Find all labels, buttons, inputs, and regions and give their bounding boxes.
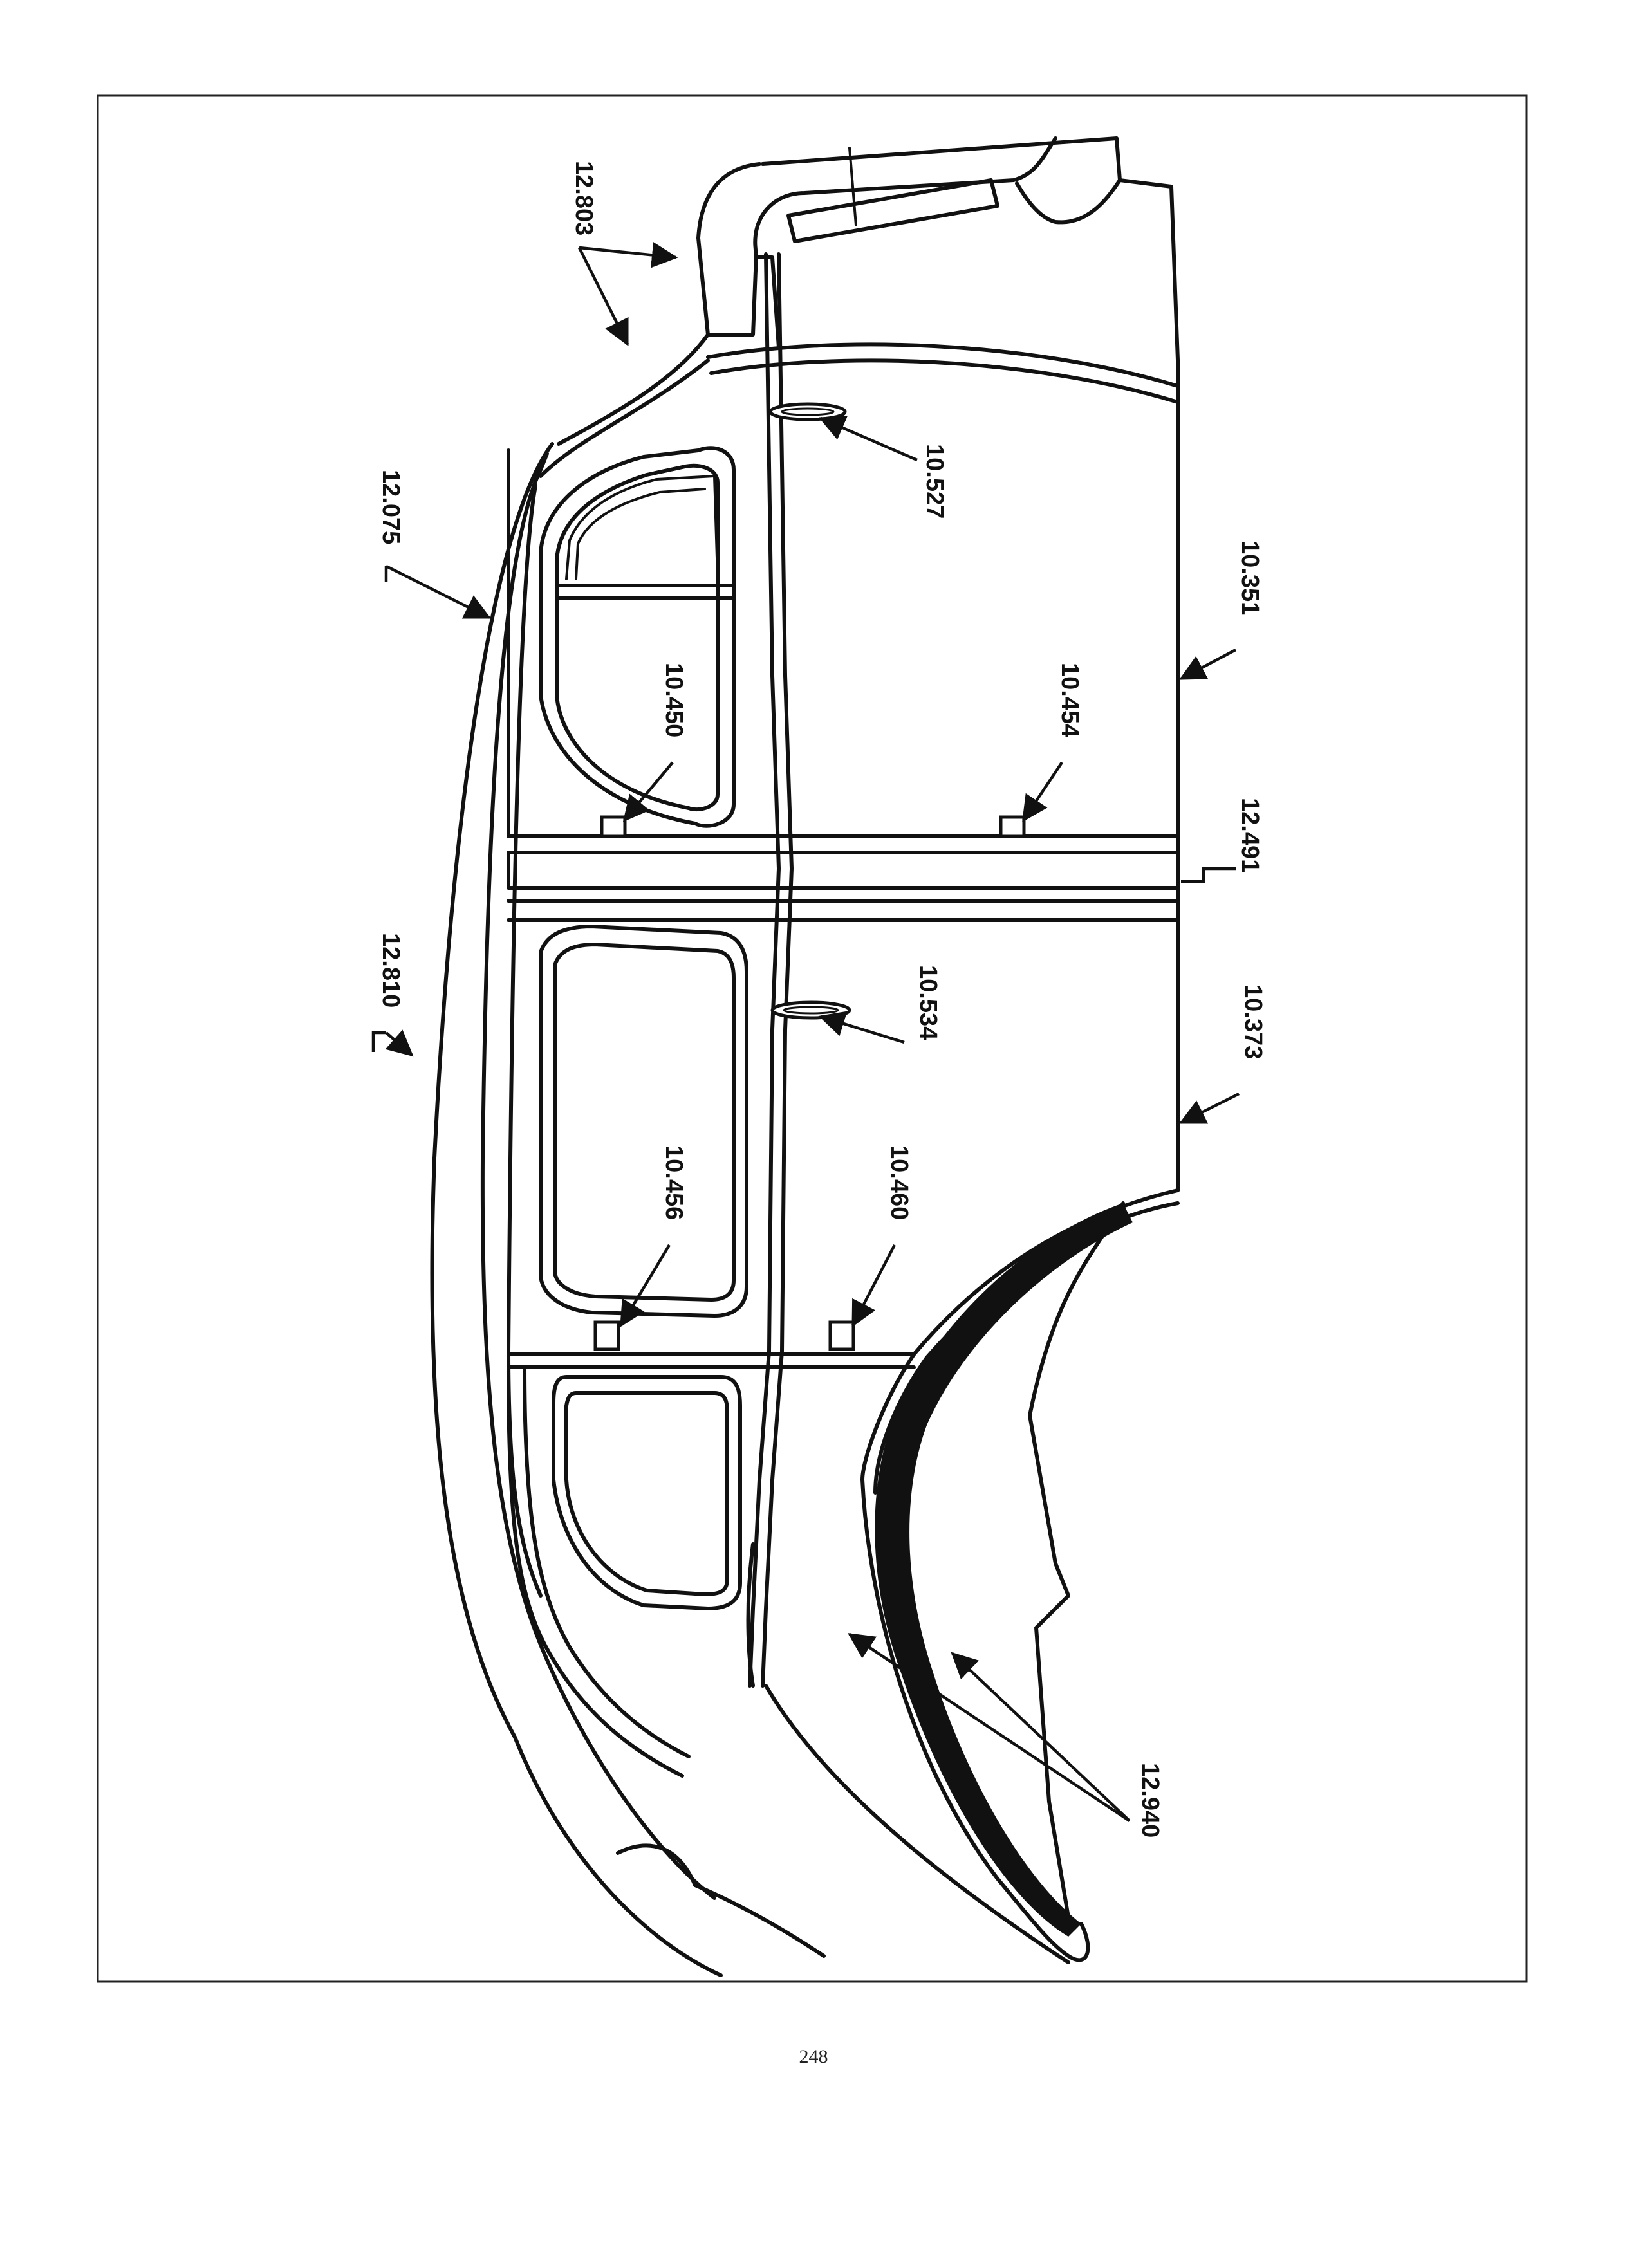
label-10456: 10.456 (660, 1145, 687, 1220)
car-outline (430, 136, 1180, 1977)
label-12491: 12.491 (1236, 798, 1263, 872)
page-number: 248 (799, 2046, 828, 2067)
label-10351: 10.351 (1236, 540, 1263, 615)
label-10373: 10.373 (1240, 984, 1267, 1059)
rear-door-upper-hinge (600, 815, 627, 838)
rear-door-handle (768, 402, 847, 421)
leader-lines (371, 242, 1240, 1822)
label-10527: 10.527 (921, 444, 948, 519)
front-door-upper-hinge (593, 1320, 620, 1351)
callout-labels: 12.803 12.075 10.527 10.450 10.454 10.35… (377, 161, 1267, 1838)
label-10454: 10.454 (1056, 663, 1083, 737)
diagram-frame (97, 94, 1528, 1983)
label-12075: 12.075 (377, 470, 404, 544)
rear-door-lower-hinge (999, 815, 1026, 838)
front-door-lower-hinge (828, 1320, 855, 1351)
label-12810: 12.810 (377, 933, 404, 1008)
label-10450: 10.450 (660, 663, 687, 737)
label-10534: 10.534 (915, 965, 942, 1040)
label-12940: 12.940 (1137, 1763, 1164, 1838)
label-10460: 10.460 (886, 1145, 913, 1220)
label-12803: 12.803 (570, 161, 597, 235)
